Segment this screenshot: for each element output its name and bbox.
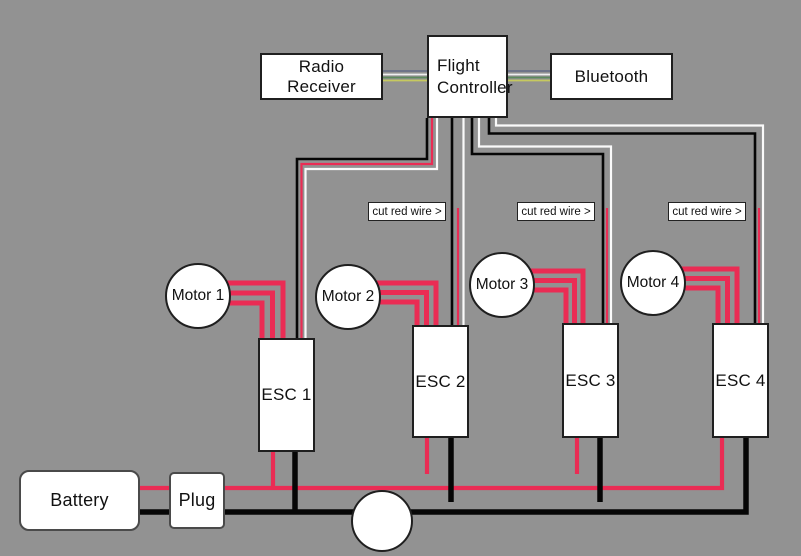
- esc-1-label: ESC 1: [261, 385, 312, 404]
- esc-4-label: ESC 4: [715, 370, 766, 390]
- battery-label: Battery: [50, 490, 109, 510]
- motor-2-label: Motor 2: [321, 288, 375, 305]
- cut-red-wire-text: cut red wire >: [672, 205, 742, 218]
- motor-1-node: Motor 1: [165, 263, 231, 329]
- ribbon-cable-bluetooth: [508, 70, 550, 82]
- plug-label: Plug: [178, 490, 216, 510]
- cut-red-wire-text: cut red wire >: [372, 205, 442, 218]
- ribbon-cable-receiver: [383, 70, 427, 82]
- motor-4-node: Motor 4: [620, 250, 686, 316]
- esc-1-box: ESC 1: [258, 338, 315, 452]
- cut-red-wire-label-esc2: cut red wire >: [368, 202, 446, 221]
- motor-4-label: Motor 4: [626, 274, 680, 291]
- bluetooth-label: Bluetooth: [574, 66, 649, 86]
- battery-box: Battery: [19, 470, 140, 531]
- esc-3-box: ESC 3: [562, 323, 619, 438]
- cut-red-wire-text: cut red wire >: [521, 205, 591, 218]
- esc-2-box: ESC 2: [412, 325, 469, 438]
- flight-controller-box: Flight Controller: [427, 35, 513, 118]
- power-red-rail: [130, 438, 725, 491]
- motor-1-label: Motor 1: [171, 287, 225, 304]
- esc-4-box: ESC 4: [712, 323, 769, 438]
- radio-receiver-box: Radio Receiver: [260, 53, 383, 100]
- flight-controller-label: Flight Controller: [437, 56, 513, 97]
- power-distribution-node: [351, 490, 413, 552]
- cut-red-wire-label-esc3: cut red wire >: [517, 202, 595, 221]
- motor-2-node: Motor 2: [315, 264, 381, 330]
- radio-receiver-label: Radio Receiver: [287, 56, 356, 96]
- motor-3-label: Motor 3: [475, 276, 529, 293]
- plug-box: Plug: [169, 472, 225, 529]
- signal-bundle-esc1: [295, 118, 439, 340]
- motor-3-node: Motor 3: [469, 252, 535, 318]
- signal-bundle-esc2: [450, 118, 465, 327]
- signal-bundle-esc4: [487, 118, 765, 325]
- esc-2-label: ESC 2: [415, 371, 466, 391]
- bluetooth-box: Bluetooth: [550, 53, 673, 100]
- cut-red-wire-label-esc4: cut red wire >: [668, 202, 746, 221]
- esc-3-label: ESC 3: [565, 370, 616, 390]
- signal-bundle-esc3: [470, 118, 613, 325]
- power-black-rail: [130, 438, 749, 515]
